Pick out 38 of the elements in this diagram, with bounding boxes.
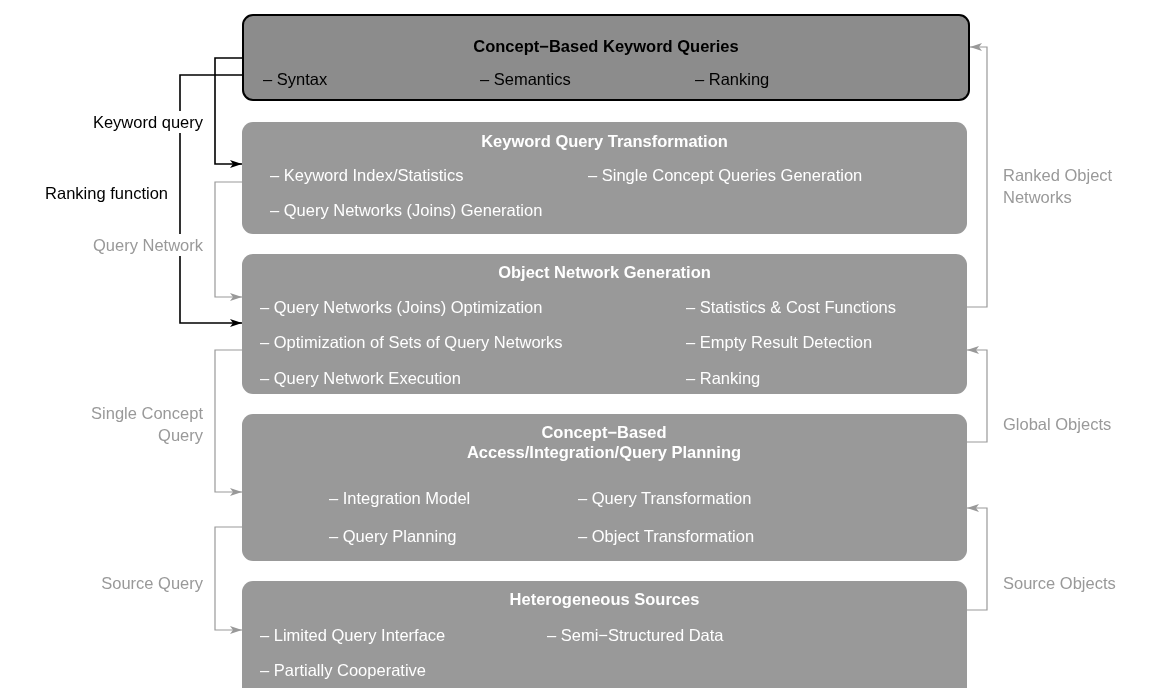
rounded-box-outlined xyxy=(242,14,970,101)
list-item: – Object Transformation xyxy=(578,526,755,546)
list-item: – Query Planning xyxy=(329,526,457,546)
rounded-box xyxy=(242,254,967,394)
rounded-box xyxy=(242,414,967,561)
box-heading: Heterogeneous Sources xyxy=(508,589,701,609)
list-item: – Semi−Structured Data xyxy=(547,625,724,645)
connector-arrow xyxy=(214,181,243,301)
connector-arrow xyxy=(966,346,988,443)
list-item: – Keyword Index/Statistics xyxy=(270,165,464,185)
list-item: – Single Concept Queries Generation xyxy=(588,165,863,185)
connector-arrow xyxy=(214,526,243,634)
list-item: – Optimization of Sets of Query Networks xyxy=(260,332,563,352)
list-item: – Semantics xyxy=(480,69,571,89)
list-item: – Syntax xyxy=(263,69,328,89)
connector-arrow xyxy=(966,43,988,308)
connector-arrow xyxy=(179,74,243,327)
list-item: – Statistics & Cost Functions xyxy=(686,297,896,317)
list-item: – Query Networks (Joins) Optimization xyxy=(260,297,543,317)
connector-arrow xyxy=(966,504,988,611)
connector-arrow xyxy=(214,57,243,168)
list-item: – Ranking xyxy=(686,368,761,388)
list-item: – Empty Result Detection xyxy=(686,332,873,352)
box-heading: Concept−Based Access/Integration/Query Planning xyxy=(465,422,743,462)
box-heading: Keyword Query Transformation xyxy=(480,131,729,151)
rounded-box xyxy=(242,122,967,234)
list-item: – Query Network Execution xyxy=(260,368,461,388)
list-item: – Limited Query Interface xyxy=(260,625,446,645)
list-item: – Ranking xyxy=(695,69,770,89)
list-item: – Partially Cooperative xyxy=(260,660,426,680)
list-item: – Integration Model xyxy=(329,488,471,508)
edge-label: Query Network xyxy=(90,234,205,256)
list-item: – Query Networks (Joins) Generation xyxy=(270,200,543,220)
rounded-box xyxy=(242,581,967,688)
box-heading: Concept−Based Keyword Queries xyxy=(472,36,740,56)
connector-arrow xyxy=(214,349,243,496)
box-heading: Object Network Generation xyxy=(497,262,712,282)
list-item: – Query Transformation xyxy=(578,488,752,508)
